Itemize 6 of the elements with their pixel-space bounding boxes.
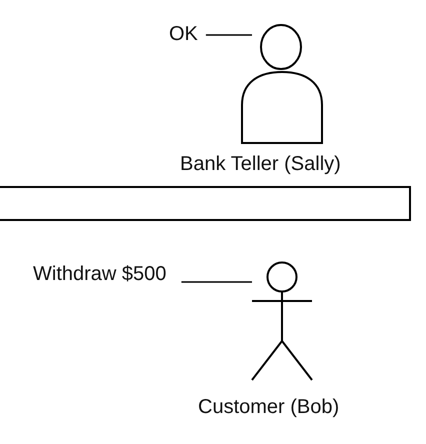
callout-text: OK [169,22,198,46]
leader-line [206,34,252,36]
leader-line [181,281,252,283]
callout-text: Withdraw $500 [33,262,166,286]
person-caption: Bank Teller (Sally) [180,152,341,176]
person-caption: Customer (Bob) [198,395,340,419]
